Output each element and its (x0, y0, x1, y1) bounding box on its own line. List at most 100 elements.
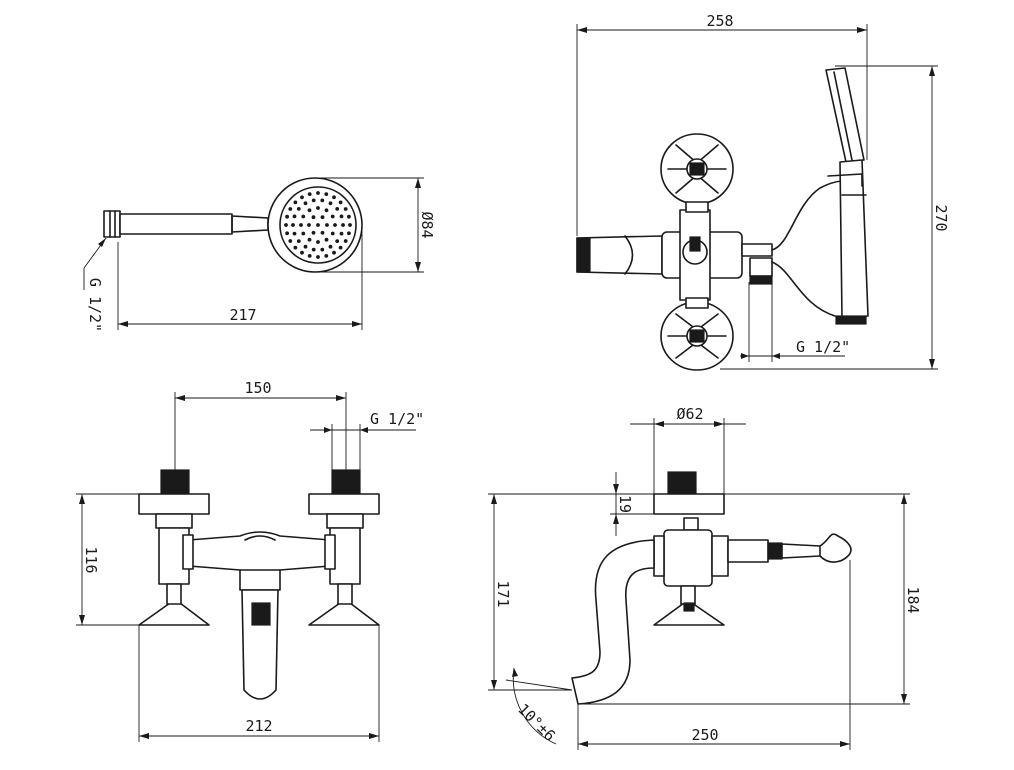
dim-side-spout-angle: 10°±6 (514, 700, 559, 745)
nozzle-dot (296, 207, 301, 211)
hand-shower-view: 217 Ø84 G 1/2" (83, 177, 436, 332)
nozzle-dot (324, 254, 329, 258)
nozzle-dot (325, 223, 329, 227)
nozzle-dot (338, 245, 343, 250)
label-shower-thread: G 1/2" (86, 278, 104, 332)
nozzle-dot (335, 239, 340, 244)
nozzle-dot (343, 239, 348, 243)
nozzle-dot (328, 244, 333, 249)
nozzle-dot (338, 200, 343, 205)
nozzle-dot (307, 208, 312, 213)
nozzle-dot (291, 223, 295, 227)
nozzle-dot (320, 215, 325, 220)
nozzle-dot (300, 195, 304, 200)
nozzle-dot (307, 254, 312, 258)
dim-shower-length: 217 (229, 306, 256, 324)
nozzle-dot (332, 195, 336, 200)
front-inlet-right (331, 469, 361, 495)
front-handle-right (308, 602, 380, 626)
dim-top-width: 258 (706, 12, 733, 30)
nozzle-dot (301, 231, 306, 236)
nozzle-dot (347, 231, 351, 236)
front-spout-collar (239, 569, 281, 591)
nozzle-dot (292, 231, 297, 236)
nozzle-dot (307, 237, 312, 242)
nozzle-dot (300, 250, 304, 255)
dim-front-width: 212 (245, 717, 272, 735)
top-view: 258 270 G 1/2" (576, 12, 950, 371)
shower-head-nozzles (284, 191, 352, 259)
nozzle-dot (341, 223, 345, 227)
shower-neck (231, 215, 269, 233)
nozzle-dot (333, 223, 337, 227)
nozzle-dot (316, 191, 320, 195)
nozzle-dot (339, 214, 344, 219)
side-view: Ø62 19 171 184 250 10°±6 (488, 405, 922, 750)
dim-front-height: 116 (82, 546, 100, 573)
nozzle-dot (311, 215, 316, 220)
nozzle-dot (288, 239, 293, 243)
nozzle-dot (311, 198, 316, 203)
front-escutcheon-left (138, 493, 210, 515)
nozzle-dot (311, 230, 316, 235)
nozzle-dot (285, 214, 289, 219)
dim-side-projection: 250 (691, 726, 718, 744)
nozzle-dot (299, 223, 303, 227)
nozzle-dot (311, 247, 316, 252)
front-view: 150 G 1/2" 116 212 (76, 379, 424, 742)
dim-side-total-height: 184 (904, 586, 922, 613)
shower-handle (119, 213, 233, 235)
dim-side-escutcheon: Ø62 (676, 405, 703, 423)
nozzle-dot (284, 223, 288, 227)
nozzle-dot (347, 214, 351, 219)
label-top-outlet-thread: G 1/2" (796, 338, 850, 356)
nozzle-dot (339, 231, 344, 236)
nozzle-dot (316, 206, 320, 210)
nozzle-dot (296, 239, 301, 244)
nozzle-dot (288, 207, 293, 211)
nozzle-dot (343, 207, 348, 211)
label-front-inlet-thread: G 1/2" (370, 410, 424, 428)
top-handle-lower (660, 297, 734, 371)
top-shower-head (825, 67, 865, 163)
nozzle-dot (301, 214, 306, 219)
top-outlet-nut (749, 257, 773, 277)
front-escutcheon-right (308, 493, 380, 515)
nozzle-dot (293, 245, 298, 250)
nozzle-dot (335, 207, 340, 211)
nozzle-dot (303, 244, 308, 249)
side-shower-holder (819, 533, 852, 563)
side-outlet-arm (727, 539, 769, 563)
side-escutcheon (653, 493, 725, 515)
nozzle-dot (316, 223, 320, 227)
nozzle-dot (316, 255, 320, 259)
nozzle-dot (320, 247, 325, 252)
dim-shower-head-diameter: Ø84 (418, 211, 436, 238)
nozzle-dot (316, 240, 320, 244)
front-mixer-body (188, 531, 331, 575)
nozzle-dot (285, 231, 289, 236)
nozzle-dot (348, 223, 352, 227)
top-shower-handle (839, 159, 869, 319)
nozzle-dot (320, 198, 325, 203)
nozzle-dot (307, 223, 311, 227)
nozzle-dot (330, 231, 335, 236)
side-spout (571, 539, 655, 705)
side-inlet (667, 471, 697, 495)
nozzle-dot (292, 214, 297, 219)
nozzle-dot (330, 214, 335, 219)
nozzle-dot (303, 201, 308, 206)
nozzle-dot (332, 250, 336, 255)
nozzle-dot (324, 237, 329, 242)
dim-side-offset: 19 (616, 495, 634, 513)
nozzle-dot (324, 192, 329, 197)
dim-top-depth: 270 (932, 204, 950, 231)
top-shower-outlet (741, 243, 773, 257)
front-inlet-left (160, 469, 190, 495)
nozzle-dot (293, 200, 298, 205)
side-valve-body (663, 529, 713, 587)
front-handle-left (138, 602, 210, 626)
top-handle-upper (660, 133, 734, 213)
shower-head (267, 177, 363, 273)
